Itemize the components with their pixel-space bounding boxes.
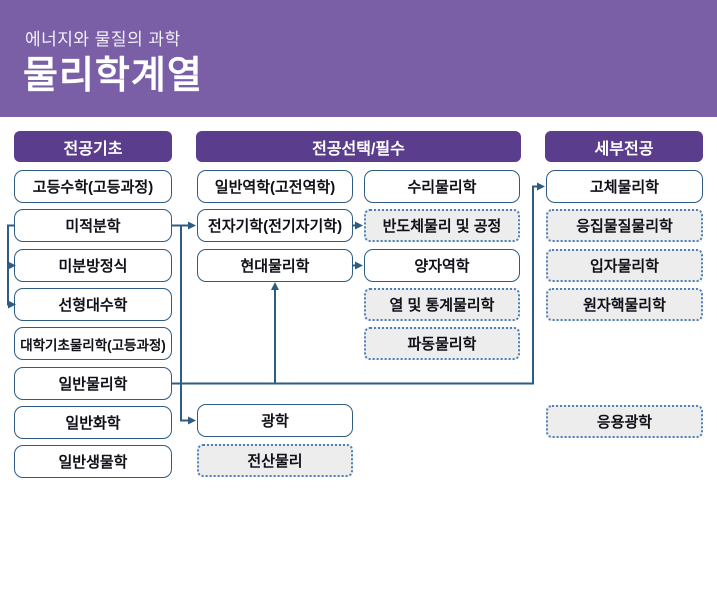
- box-general-physics: 일반물리학: [14, 367, 172, 400]
- box-computational-physics: 전산물리: [197, 444, 353, 477]
- box-quantum-mechanics: 양자역학: [364, 249, 520, 282]
- box-classical-mechanics: 일반역학(고전역학): [197, 170, 353, 203]
- box-differential-equations: 미분방정식: [14, 249, 172, 282]
- box-condensed-matter-physics: 응집물질물리학: [546, 209, 703, 242]
- box-mathematical-physics: 수리물리학: [364, 170, 520, 203]
- column-header-major-elective-required: 전공선택/필수: [196, 131, 521, 162]
- box-applied-optics: 응용광학: [546, 405, 703, 438]
- box-general-chemistry: 일반화학: [14, 406, 172, 439]
- box-solid-state-physics: 고체물리학: [546, 170, 703, 203]
- box-nuclear-physics: 원자핵물리학: [546, 288, 703, 321]
- box-particle-physics: 입자물리학: [546, 249, 703, 282]
- box-calculus: 미적분학: [14, 209, 172, 242]
- column-header-major-basics: 전공기초: [14, 131, 172, 162]
- banner-subtitle: 에너지와 물질의 과학: [25, 30, 181, 49]
- box-advanced-math: 고등수학(고등과정): [14, 170, 172, 203]
- box-linear-algebra: 선형대수학: [14, 288, 172, 321]
- box-optics: 광학: [197, 404, 353, 437]
- box-electromagnetism: 전자기학(전기자기학): [197, 209, 353, 242]
- column-header-specialized-major: 세부전공: [545, 131, 703, 162]
- box-wave-physics: 파동물리학: [364, 327, 520, 360]
- box-general-biology: 일반생물학: [14, 445, 172, 478]
- box-thermal-statistical-physics: 열 및 통계물리학: [364, 288, 520, 321]
- box-modern-physics: 현대물리학: [197, 249, 353, 282]
- box-univ-basic-physics: 대학기초물리학(고등과정): [14, 327, 172, 360]
- page-title: 물리학계열: [23, 55, 203, 97]
- box-semiconductor-physics: 반도체물리 및 공정: [364, 209, 520, 242]
- banner: 에너지와 물질의 과학 물리학계열: [0, 0, 717, 117]
